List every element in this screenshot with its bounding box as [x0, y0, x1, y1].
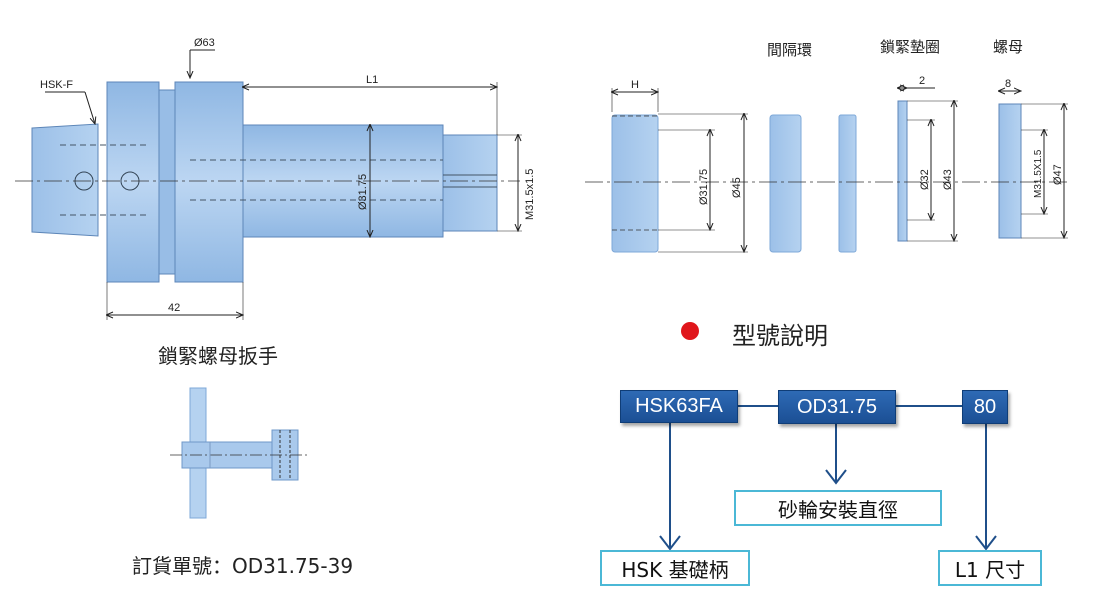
parts-drawing: 間隔環 鎖緊墊圈 螺母 H Ø31.75 Ø45 2 Ø32 Ø43 8 M31…	[585, 38, 1070, 252]
dim-l1: L1	[366, 74, 378, 86]
label-lock-washer: 鎖緊墊圈	[880, 38, 940, 56]
dim-nut-thickness: 8	[1005, 78, 1011, 90]
label-spacer-ring: 間隔環	[767, 41, 812, 59]
desc-diameter-label: 砂輪安裝直徑	[734, 490, 942, 526]
threaded-end	[442, 134, 498, 232]
code-diameter-box: OD31.75	[778, 390, 896, 424]
wrench-title: 鎖緊螺母扳手	[158, 344, 278, 368]
model-connectors	[659, 405, 997, 551]
model-bullet	[681, 322, 699, 340]
dim-phi63: Ø63	[194, 37, 215, 49]
grinding-wheel	[611, 114, 659, 253]
dim-phi3175: Ø31.75	[357, 174, 369, 210]
dim-wheel-bore: Ø31.75	[698, 169, 710, 205]
desc-shank-label: HSK 基礎柄	[600, 550, 750, 586]
hsk-taper	[31, 123, 99, 237]
flange	[106, 81, 160, 283]
dim-washer-od: Ø43	[942, 169, 954, 190]
wrench-drawing	[170, 387, 310, 519]
dim-m31: M31.5x1.5	[524, 169, 536, 220]
dim-42: 42	[168, 302, 180, 314]
dim-washer-thickness: 2	[919, 75, 925, 87]
nut-section	[998, 103, 1022, 239]
lock-washer	[838, 114, 857, 253]
spacer-ring	[769, 114, 802, 253]
model-heading: 型號說明	[732, 322, 828, 350]
code-shank-box: HSK63FA	[620, 390, 738, 423]
label-nut: 螺母	[993, 38, 1023, 56]
dim-washer-id: Ø32	[919, 169, 931, 190]
wrench-order-no: 訂貨單號：OD31.75-39	[132, 554, 354, 578]
code-length-box: 80	[962, 390, 1008, 424]
tool-holder-drawing: HSK-F Ø63 L1 Ø31.75 M31.5x1.5 42	[15, 37, 536, 320]
desc-length-label: L1 尺寸	[938, 550, 1042, 586]
dim-wheel-od: Ø45	[731, 177, 743, 198]
dim-h: H	[631, 79, 639, 91]
washer-section	[897, 100, 908, 242]
dim-nut-thread: M31.5X1.5	[1033, 149, 1044, 198]
dim-nut-od: Ø47	[1052, 164, 1064, 185]
label-hsk-f: HSK-F	[40, 79, 73, 91]
